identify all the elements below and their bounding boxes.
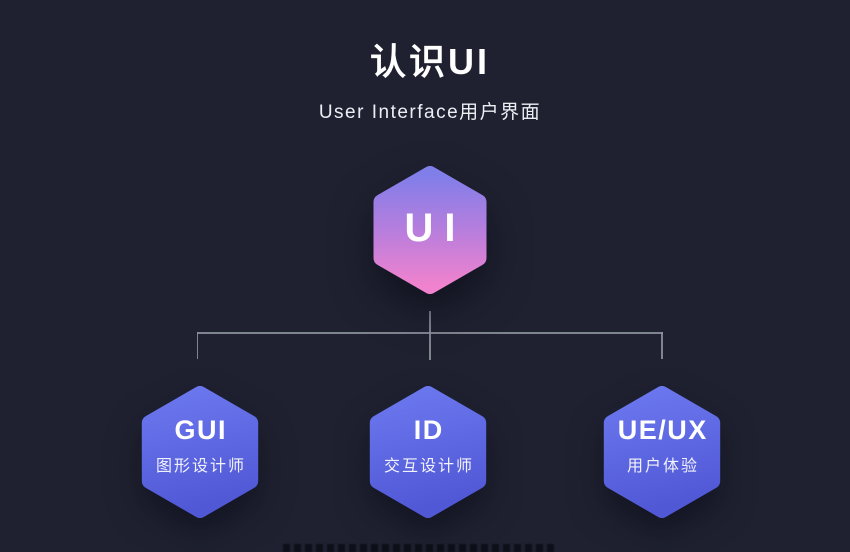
connector-stem-line	[429, 311, 431, 360]
page-subtitle: User Interface用户界面	[318, 102, 542, 123]
header: 认识UI User Interface用户界面	[5, 0, 850, 124]
hexagon-ueux-shape	[603, 386, 721, 518]
connector-drop-right	[661, 332, 663, 359]
hexagon-gui-shape	[141, 386, 259, 518]
watermark-strip	[283, 544, 555, 552]
node-id: ID 交互设计师	[361, 379, 495, 525]
page-title: 认识UI	[369, 41, 490, 82]
connector-drop-left	[196, 332, 198, 359]
connector-cross-line	[196, 332, 663, 334]
node-gui: GUI 图形设计师	[133, 379, 267, 525]
node-ueux: UE/UX 用户体验	[595, 379, 729, 525]
hexagon-id-shape	[369, 386, 487, 518]
node-ui: UI	[365, 160, 495, 300]
hexagon-ui-shape	[373, 166, 487, 294]
